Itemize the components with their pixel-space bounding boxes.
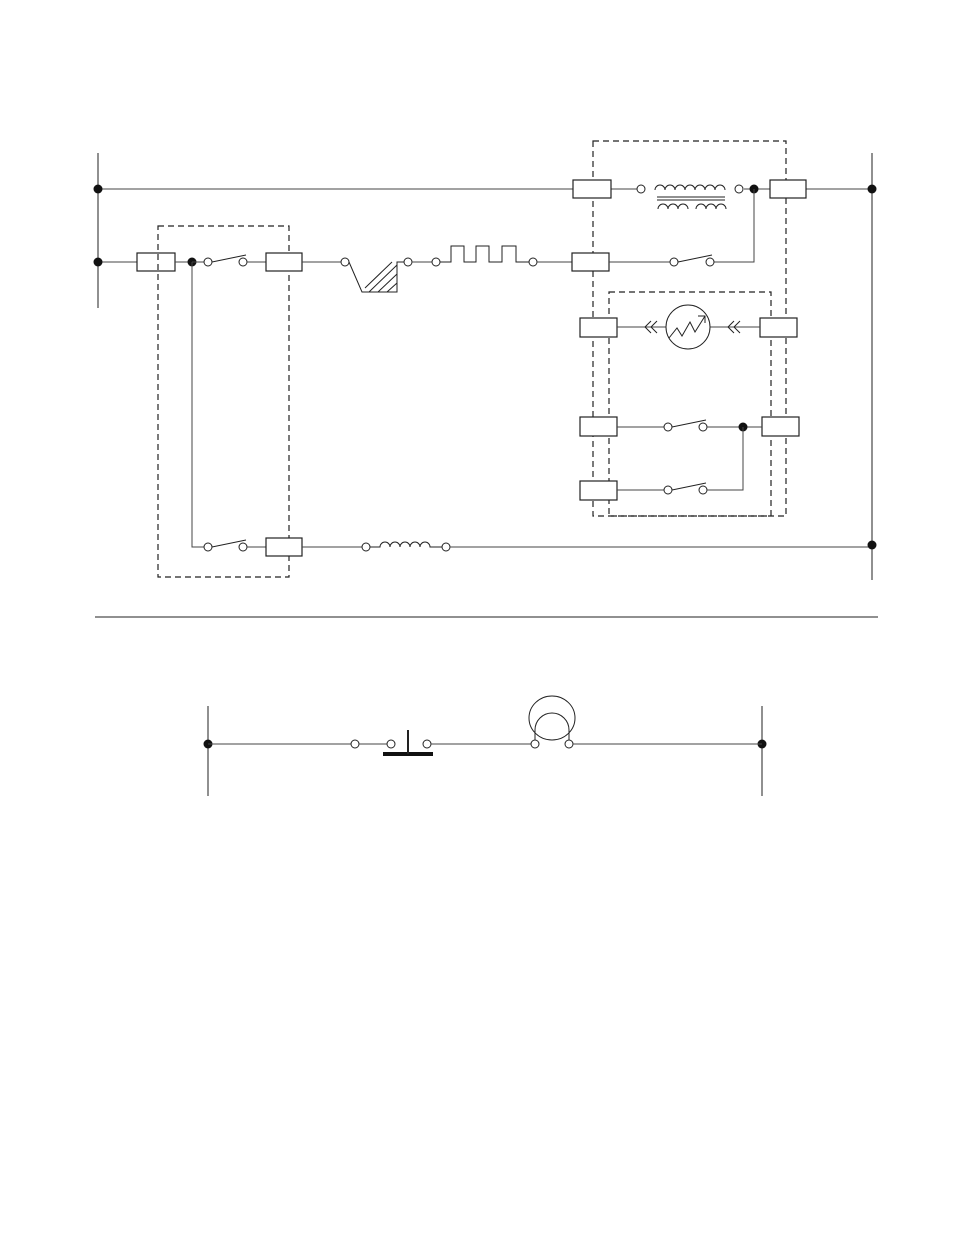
terminal [404, 258, 412, 266]
connector-block [580, 417, 617, 436]
upper-circuit [94, 141, 877, 580]
junction-dot [868, 185, 877, 194]
terminal [529, 258, 537, 266]
motor-coil [370, 542, 442, 547]
connector-block [762, 417, 799, 436]
terminal [442, 543, 450, 551]
connector-block [770, 180, 806, 198]
switch-contact [670, 255, 714, 266]
switch-contact [204, 255, 247, 266]
connector-block [760, 318, 797, 337]
lower-circuit [204, 696, 767, 796]
push-button-switch [351, 730, 433, 754]
thermal-cutout [349, 262, 407, 292]
connector-block [266, 253, 302, 271]
junction-dot [94, 185, 103, 194]
switch-contact [664, 483, 707, 494]
junction-dot [94, 258, 103, 267]
door-switch-module-boundary [158, 226, 289, 577]
switch-contact [204, 540, 247, 551]
connector-block [573, 180, 611, 198]
connector-block [266, 538, 302, 556]
connector-block [137, 253, 175, 271]
lamp-icon [529, 696, 575, 748]
sensor-module-boundary [609, 292, 771, 516]
connector-block [580, 318, 617, 337]
junction-dot [868, 541, 877, 550]
switch-contact [664, 420, 707, 431]
terminal [735, 185, 743, 193]
connector-block [580, 481, 617, 500]
transformer-winding [655, 185, 726, 209]
heater-element [440, 246, 529, 262]
terminal [637, 185, 645, 193]
connector-block [572, 253, 609, 271]
terminal [432, 258, 440, 266]
terminal [341, 258, 349, 266]
thermistor-icon [617, 305, 760, 349]
terminal [362, 543, 370, 551]
